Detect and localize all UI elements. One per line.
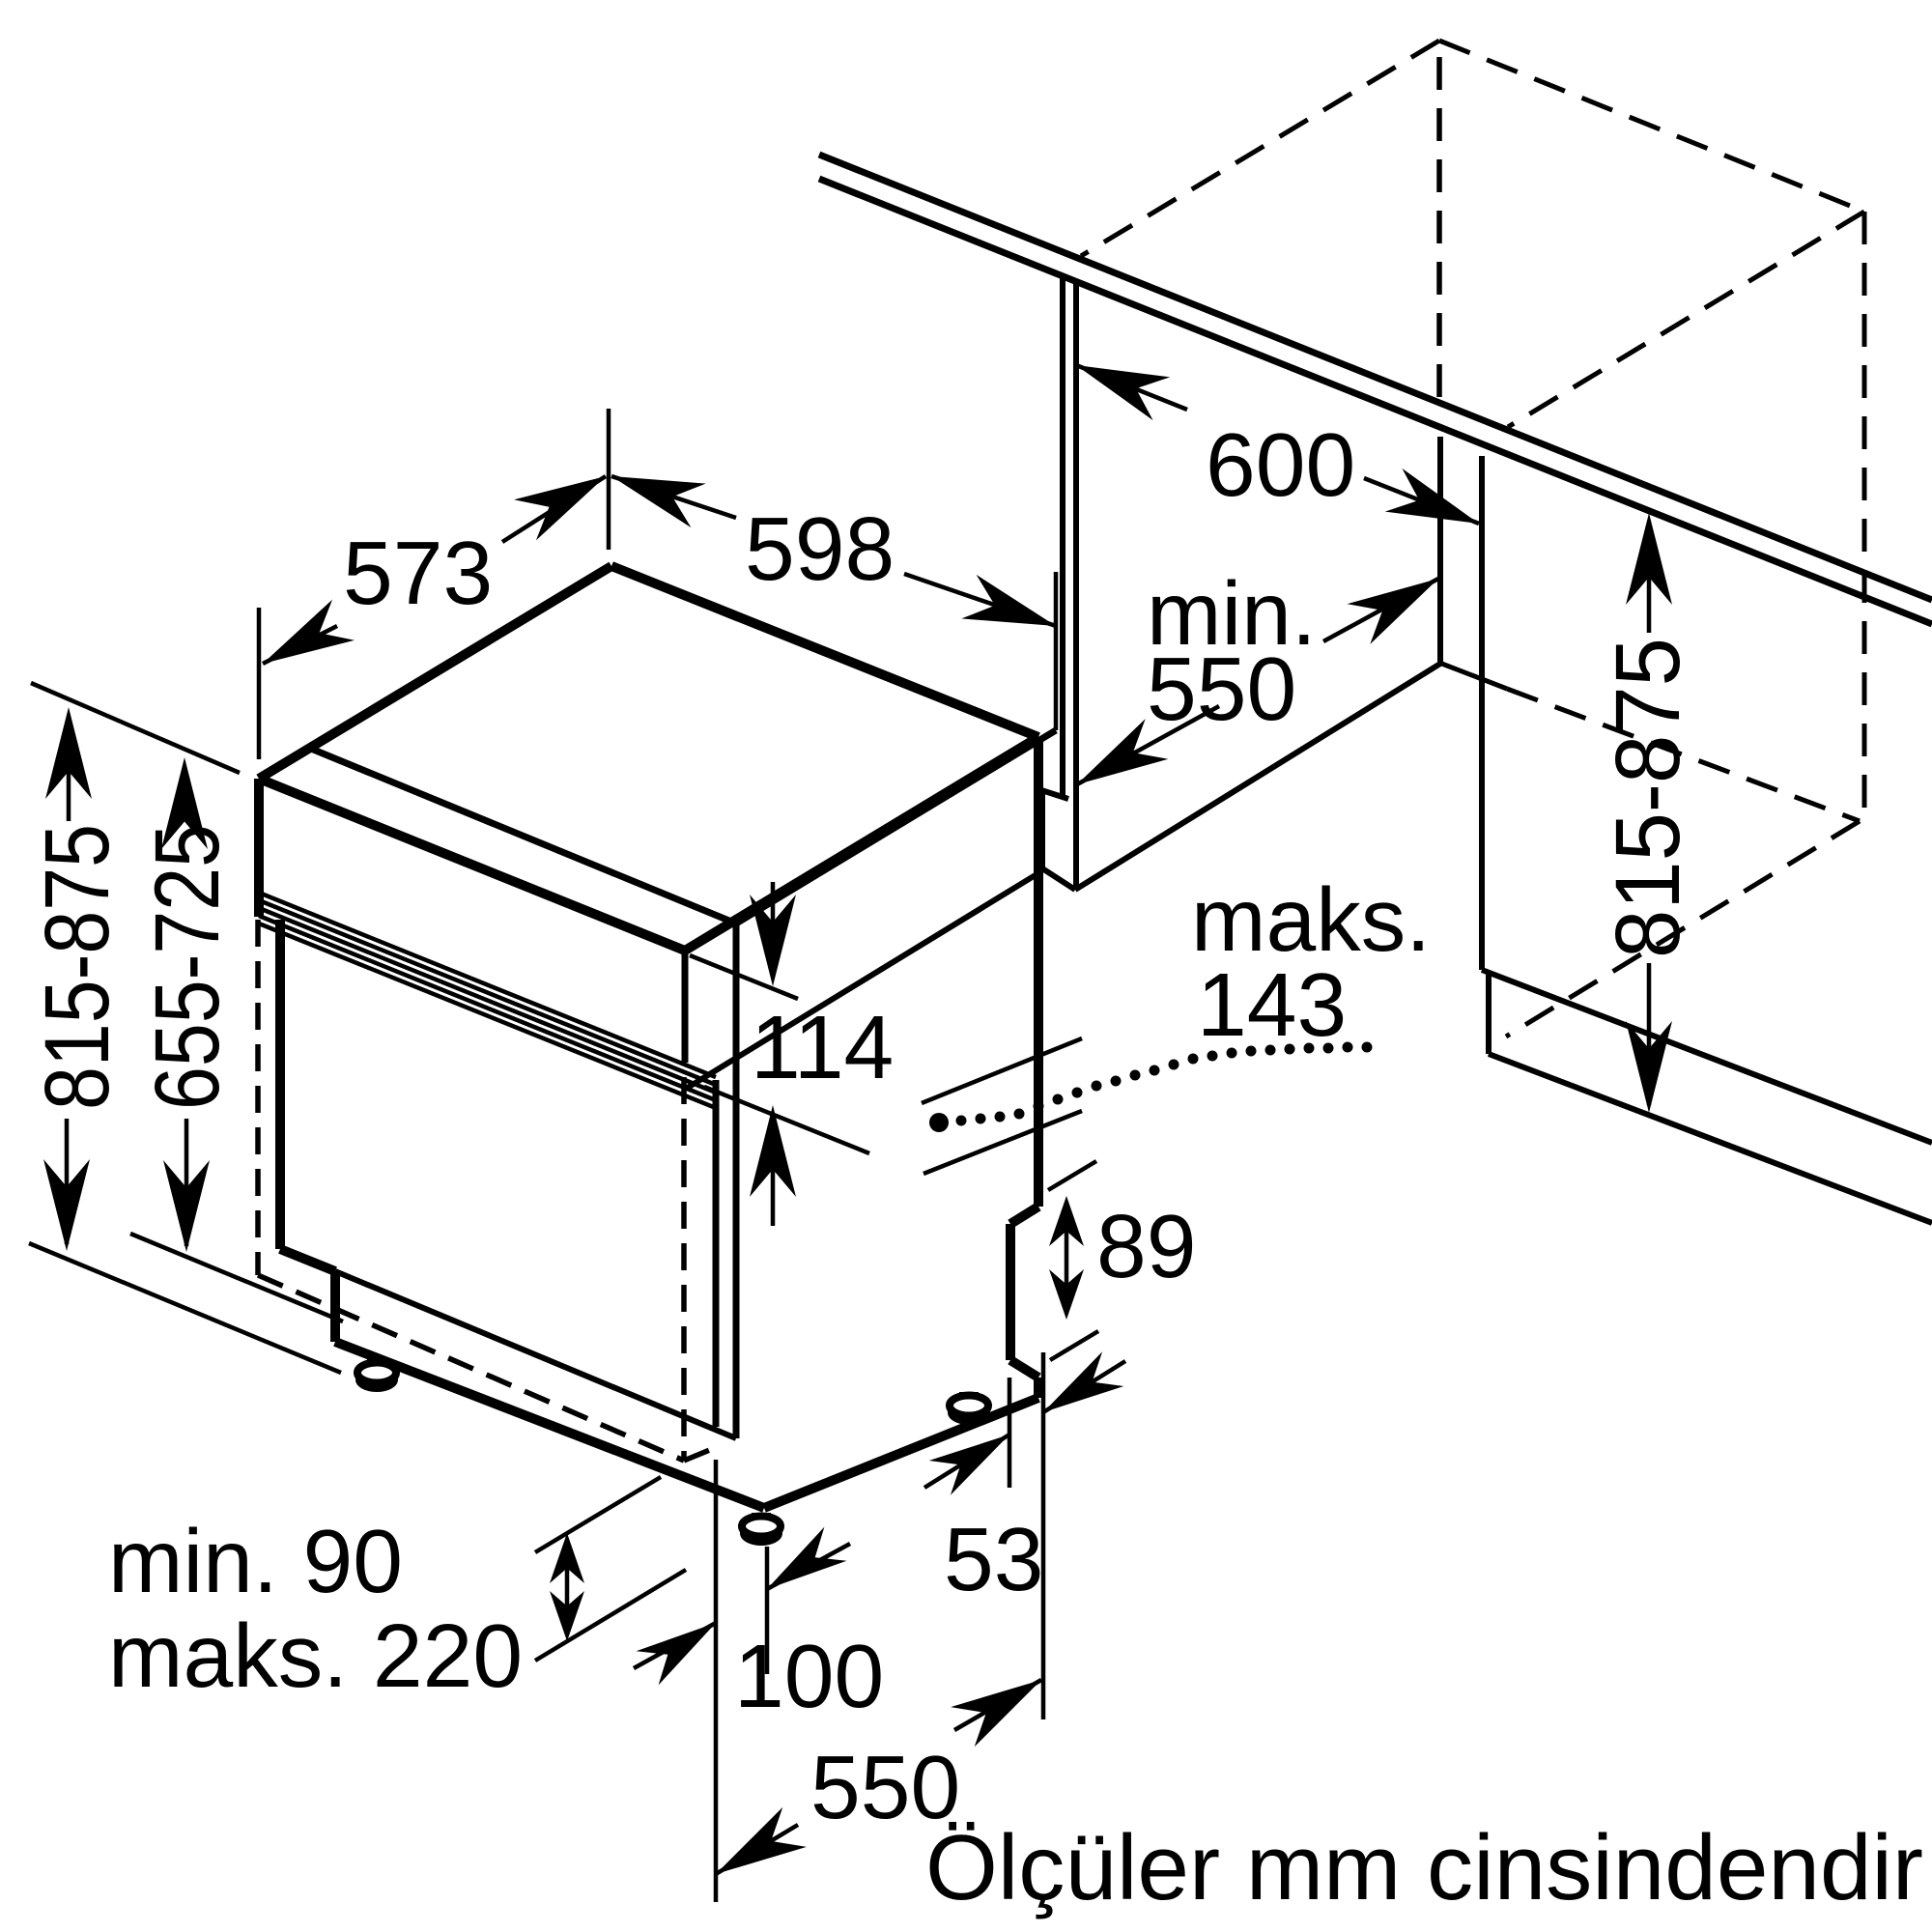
svg-text:598: 598 — [745, 498, 895, 599]
svg-text:maks.: maks. — [1191, 869, 1431, 970]
svg-text:89: 89 — [1096, 1196, 1196, 1296]
svg-text:815-875: 815-875 — [1597, 638, 1699, 958]
svg-text:815-875: 815-875 — [26, 824, 128, 1110]
svg-text:min. 90: min. 90 — [108, 1511, 403, 1611]
svg-text:53: 53 — [944, 1509, 1043, 1609]
svg-text:550: 550 — [1147, 639, 1296, 739]
svg-text:600: 600 — [1206, 414, 1355, 515]
svg-text:min.: min. — [1147, 563, 1317, 664]
svg-text:100: 100 — [734, 1626, 884, 1726]
svg-text:550: 550 — [810, 1737, 960, 1837]
svg-text:maks. 220: maks. 220 — [108, 1605, 523, 1706]
svg-text:Ölçüler mm cinsindendir: Ölçüler mm cinsindendir — [925, 1816, 1923, 1919]
svg-text:655-725: 655-725 — [136, 824, 239, 1110]
svg-text:114: 114 — [751, 997, 894, 1097]
svg-text:573: 573 — [343, 523, 493, 623]
svg-text:143: 143 — [1197, 954, 1347, 1055]
